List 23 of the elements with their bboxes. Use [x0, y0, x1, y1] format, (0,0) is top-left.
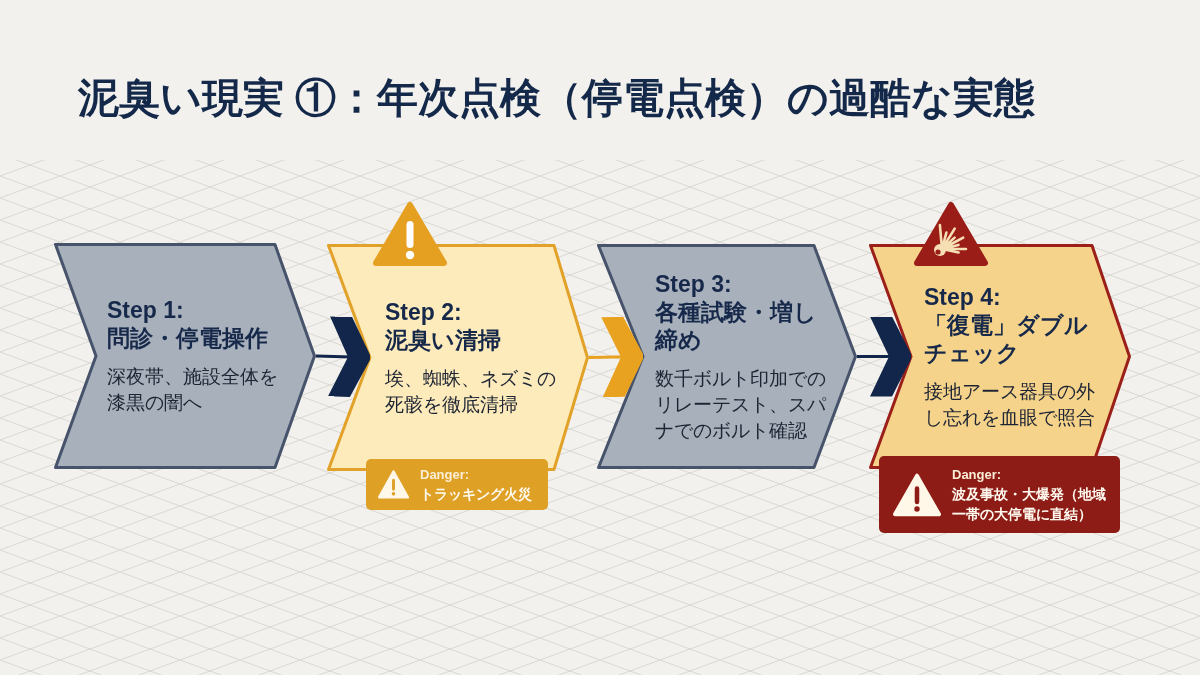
step-title: 問診・停電操作 [107, 324, 269, 352]
process-step [869, 244, 1131, 469]
step-number: Step 2: [385, 297, 463, 326]
danger-banner [879, 456, 1120, 533]
danger-label: Danger: [420, 465, 471, 484]
step-description: 接地アース器具の外し忘れを血眼で照合 [924, 379, 1096, 430]
process-step [597, 244, 857, 469]
step-number: Step 1: [107, 296, 185, 324]
process-step [327, 244, 589, 471]
step-title: 「復電」ダブルチェック [924, 310, 1089, 367]
step-title: 泥臭い清掃 [385, 325, 502, 354]
step-number: Step 4: [924, 282, 1002, 311]
danger-banner [366, 459, 548, 510]
process-step [54, 243, 316, 469]
step-title: 各種試験・増し締め [655, 297, 818, 354]
step-description: 埃、蜘蛛、ネズミの死骸を徹底清掃 [385, 366, 557, 417]
step-number: Step 3: [655, 269, 733, 298]
danger-text: トラッキング火災 [420, 484, 532, 504]
title: 泥臭い現実 ①：年次点検（停電点検）の過酷な実態 [78, 74, 1036, 123]
step-description: 深夜帯、施設全体を漆黒の闇へ [107, 365, 279, 415]
danger-text: 波及事故・大爆発（地域一帯の大停電に直結） [952, 484, 1107, 524]
danger-label: Danger: [952, 465, 1003, 484]
step-description: 数千ボルト印加でのリレーテスト、スパナでのボルト確認 [655, 366, 827, 443]
